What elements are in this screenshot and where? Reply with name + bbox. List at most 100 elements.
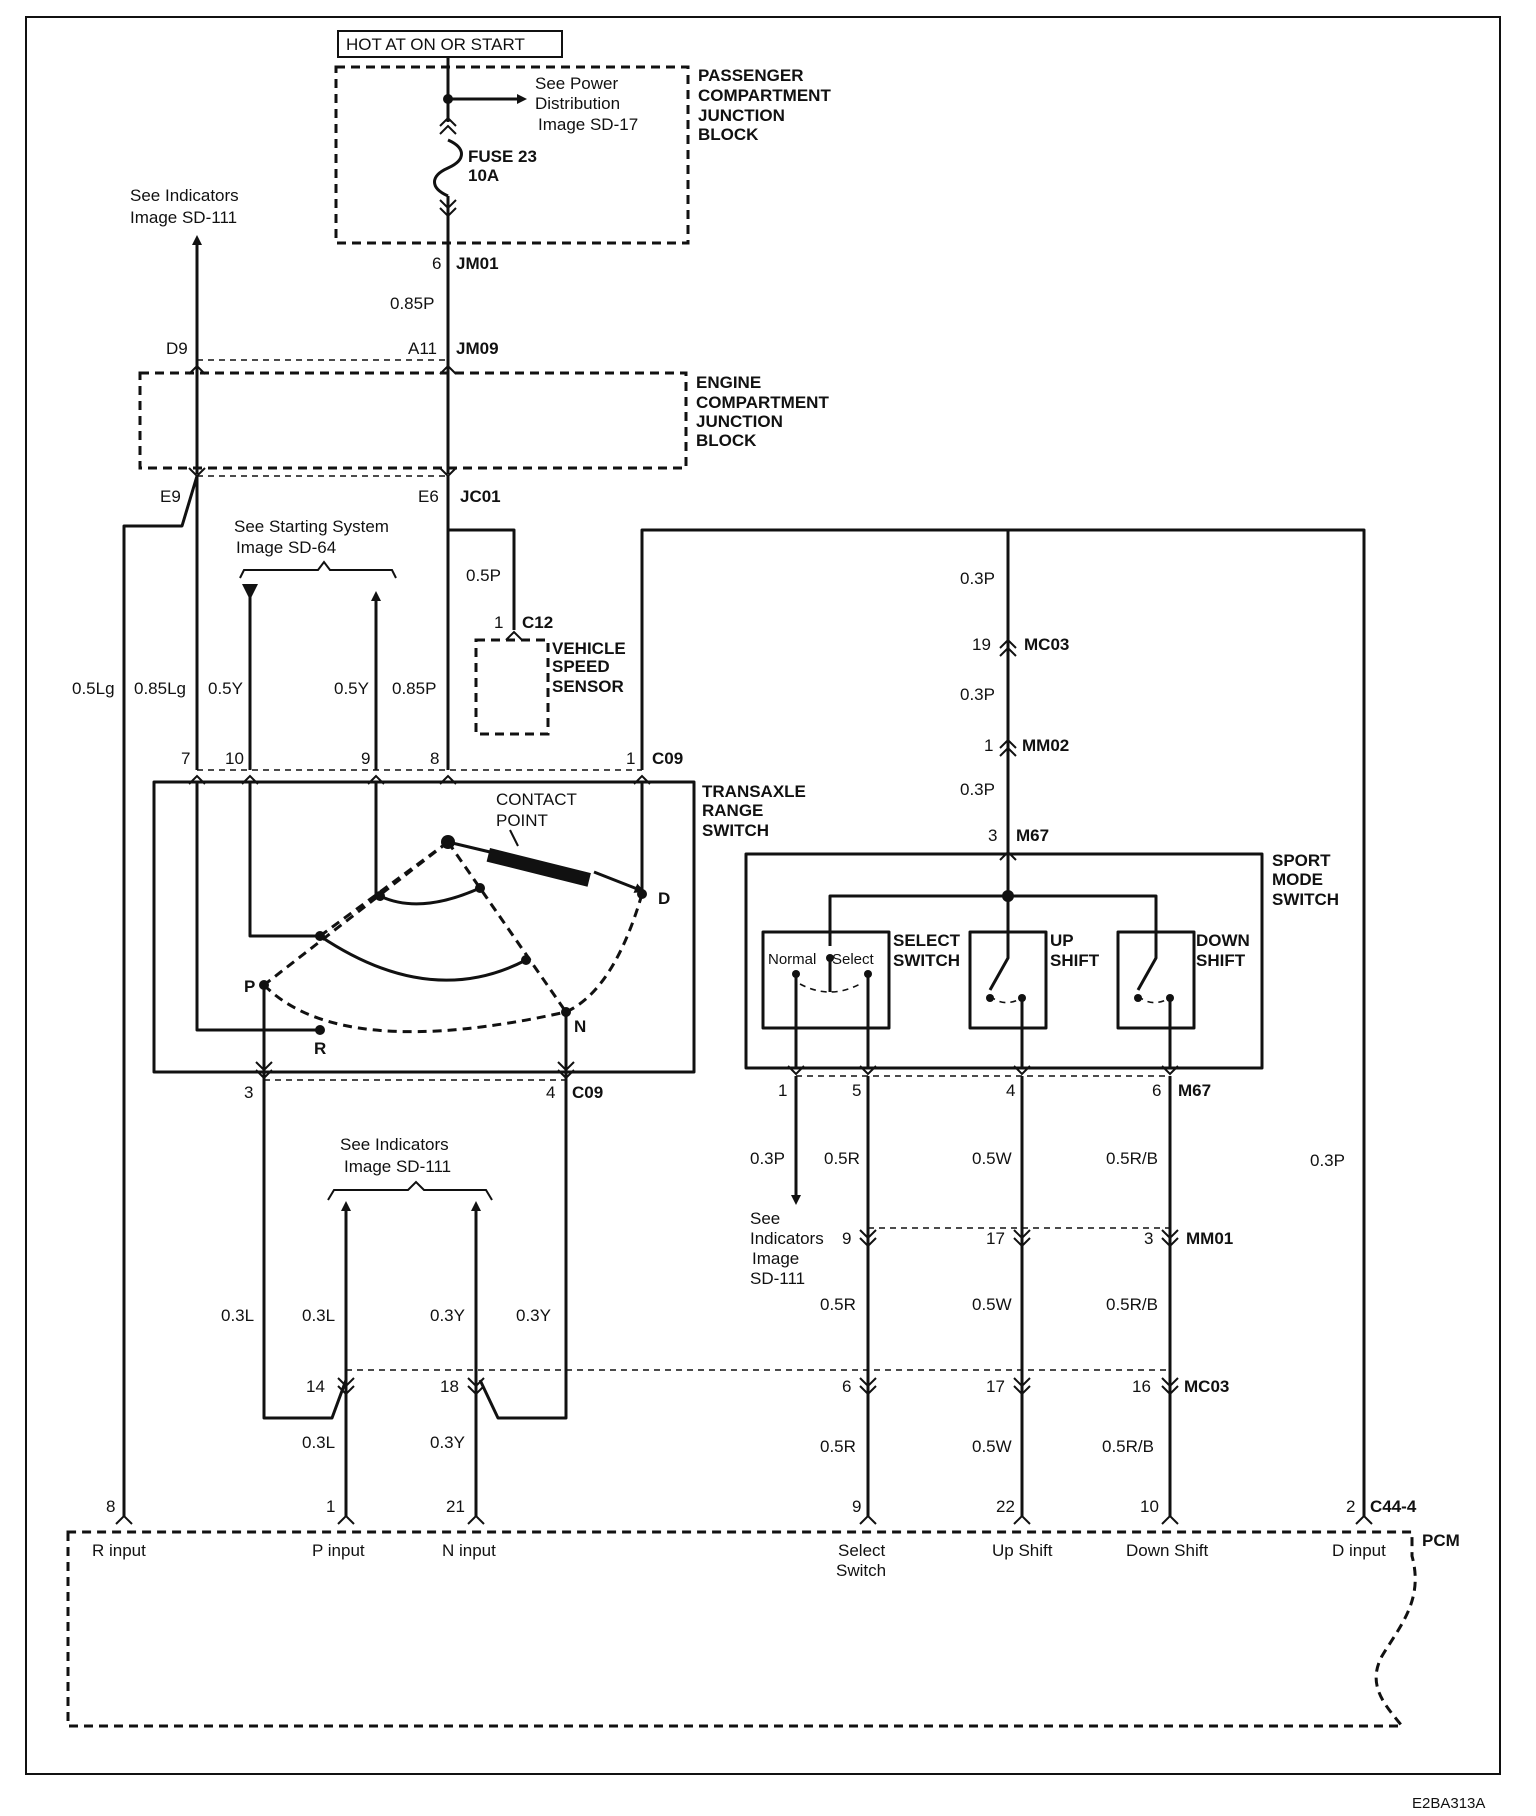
m67-top: M67 bbox=[1016, 826, 1049, 845]
mm02-pin: 1 bbox=[984, 736, 993, 755]
svg-text:9: 9 bbox=[361, 749, 370, 768]
engine-junction-block bbox=[138, 371, 688, 470]
svg-text:21: 21 bbox=[446, 1497, 465, 1516]
svg-text:MODE: MODE bbox=[1272, 870, 1323, 889]
svg-text:SPEED: SPEED bbox=[552, 657, 610, 676]
wire-05r-a: 0.5R bbox=[824, 1149, 860, 1168]
pcm-r-input: R input bbox=[92, 1541, 146, 1560]
svg-text:7: 7 bbox=[181, 749, 190, 768]
svg-text:See Power: See Power bbox=[535, 74, 618, 93]
svg-text:Indicators: Indicators bbox=[750, 1229, 824, 1248]
svg-text:COMPARTMENT: COMPARTMENT bbox=[696, 393, 829, 412]
pcm-pins: 8 1 21 9 22 10 2 C44-4 bbox=[106, 1497, 1417, 1516]
svg-text:See: See bbox=[750, 1209, 780, 1228]
contact-point-icon bbox=[486, 848, 591, 887]
normal-label: Normal bbox=[768, 951, 816, 968]
wire-03p-b: 0.3P bbox=[960, 685, 995, 704]
wire-03l-c: 0.3L bbox=[302, 1433, 335, 1452]
wire-05p: 0.5P bbox=[466, 566, 501, 585]
svg-text:SELECT: SELECT bbox=[893, 931, 961, 950]
wire-03p-right: 0.3P bbox=[1310, 1151, 1345, 1170]
engine-jb-label: ENGINE COMPARTMENT JUNCTION BLOCK bbox=[696, 373, 829, 450]
svg-text:Image SD-111: Image SD-111 bbox=[130, 208, 237, 227]
svg-text:4: 4 bbox=[1006, 1081, 1015, 1100]
mc03-top: MC03 bbox=[1024, 635, 1069, 654]
wire-05y-a: 0.5Y bbox=[208, 679, 243, 698]
jm09-connector: JM09 bbox=[456, 339, 499, 358]
wire-05rb-a: 0.5R/B bbox=[1106, 1149, 1158, 1168]
svg-text:CONTACT: CONTACT bbox=[496, 790, 577, 809]
mm01-connector: MM01 bbox=[1186, 1229, 1233, 1248]
contact-point-label: CONTACT POINT bbox=[496, 790, 577, 830]
wire-03p-a: 0.3P bbox=[960, 569, 995, 588]
pcm-up-shift: Up Shift bbox=[992, 1541, 1053, 1560]
mc03-17-pin: 17 bbox=[986, 1377, 1005, 1396]
e6-pin: E6 bbox=[418, 487, 439, 506]
jc01-connector: JC01 bbox=[460, 487, 501, 506]
pcm-p-input: P input bbox=[312, 1541, 365, 1560]
up-shift-switch bbox=[968, 930, 1048, 1030]
svg-text:9: 9 bbox=[852, 1497, 861, 1516]
jm01-pin: 6 bbox=[432, 254, 441, 273]
power-label-box bbox=[337, 30, 563, 58]
wire-03l-b: 0.3L bbox=[302, 1306, 335, 1325]
mc03-6-pin: 6 bbox=[842, 1377, 851, 1396]
position-p: P bbox=[244, 977, 255, 996]
wire-05lg: 0.5Lg bbox=[72, 679, 115, 698]
figure-id: E2BA313A bbox=[1412, 1795, 1485, 1812]
svg-text:5: 5 bbox=[852, 1081, 861, 1100]
mc03-14-pin: 14 bbox=[306, 1377, 325, 1396]
m67-bottom-pins: 1 5 4 6 M67 bbox=[778, 1081, 1211, 1100]
down-shift-label: DOWN SHIFT bbox=[1196, 931, 1250, 970]
svg-text:SWITCH: SWITCH bbox=[702, 821, 769, 840]
vss-label: VEHICLE SPEED SENSOR bbox=[552, 639, 626, 696]
transaxle-range-switch bbox=[152, 780, 696, 1074]
svg-text:8: 8 bbox=[106, 1497, 115, 1516]
svg-text:BLOCK: BLOCK bbox=[696, 431, 757, 450]
select-switch-label: SELECT SWITCH bbox=[893, 931, 961, 970]
svg-text:6: 6 bbox=[1152, 1081, 1161, 1100]
wire-03p-d: 0.3P bbox=[750, 1149, 785, 1168]
mm01-17-pin: 17 bbox=[986, 1229, 1005, 1248]
svg-text:Image: Image bbox=[752, 1249, 799, 1268]
wire-05r-b: 0.5R bbox=[820, 1295, 856, 1314]
svg-text:Distribution: Distribution bbox=[535, 94, 620, 113]
wire-05r-c: 0.5R bbox=[820, 1437, 856, 1456]
mm02-connector: MM02 bbox=[1022, 736, 1069, 755]
d9-pin: D9 bbox=[166, 339, 188, 358]
svg-text:SHIFT: SHIFT bbox=[1196, 951, 1246, 970]
svg-text:M67: M67 bbox=[1178, 1081, 1211, 1100]
svg-text:ENGINE: ENGINE bbox=[696, 373, 761, 392]
wire-085lg: 0.85Lg bbox=[134, 679, 186, 698]
svg-text:SPORT: SPORT bbox=[1272, 851, 1331, 870]
wire-05y-b: 0.5Y bbox=[334, 679, 369, 698]
c09-bottom: C09 bbox=[572, 1083, 603, 1102]
pcm-label: PCM bbox=[1422, 1531, 1460, 1550]
svg-text:DOWN: DOWN bbox=[1196, 931, 1250, 950]
svg-text:SWITCH: SWITCH bbox=[893, 951, 960, 970]
vehicle-speed-sensor bbox=[474, 638, 550, 736]
pcm-select-switch-b: Switch bbox=[836, 1561, 886, 1580]
wire-05w-a: 0.5W bbox=[972, 1149, 1012, 1168]
indicators-sport-ref: See Indicators Image SD-111 bbox=[750, 1209, 824, 1288]
svg-text:22: 22 bbox=[996, 1497, 1015, 1516]
svg-text:See Indicators: See Indicators bbox=[130, 186, 239, 205]
down-shift-switch bbox=[1116, 930, 1196, 1030]
svg-text:POINT: POINT bbox=[496, 811, 548, 830]
wire-05rb-b: 0.5R/B bbox=[1106, 1295, 1158, 1314]
svg-text:8: 8 bbox=[430, 749, 439, 768]
power-label: HOT AT ON OR START bbox=[346, 35, 525, 54]
svg-text:2: 2 bbox=[1346, 1497, 1355, 1516]
pcm-down-shift: Down Shift bbox=[1126, 1541, 1208, 1560]
svg-text:UP: UP bbox=[1050, 931, 1074, 950]
wire-085p-top: 0.85P bbox=[390, 294, 434, 313]
c12-pin: 1 bbox=[494, 613, 503, 632]
a11-pin: A11 bbox=[408, 339, 437, 358]
wire-085p: 0.85P bbox=[392, 679, 436, 698]
indicators-mid-ref: See Indicators Image SD-111 bbox=[340, 1135, 451, 1176]
select-label: Select bbox=[832, 951, 875, 968]
svg-text:TRANSAXLE: TRANSAXLE bbox=[702, 782, 806, 801]
trs-pin-4: 4 bbox=[546, 1083, 555, 1102]
svg-text:RANGE: RANGE bbox=[702, 801, 763, 820]
mc03-19-pin: 19 bbox=[972, 635, 991, 654]
